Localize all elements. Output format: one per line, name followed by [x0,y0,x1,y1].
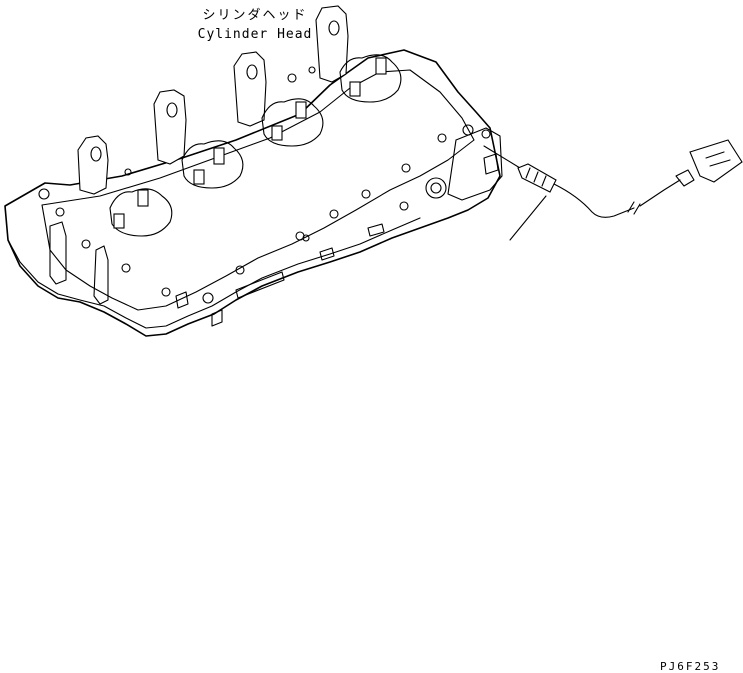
cylinder-head-label-en: Cylinder Head [197,27,313,42]
valve-studs [113,57,387,229]
bolt-holes [38,66,491,304]
cylinder-head-label-jp: シリンダヘッド [202,8,308,23]
sensor-harness-drawing [483,139,743,241]
cylinder-head-drawing [4,5,503,337]
drawing-code: PJ6F253 [660,660,721,673]
cylinder-head-label: シリンダヘッド Cylinder Head [196,6,314,44]
